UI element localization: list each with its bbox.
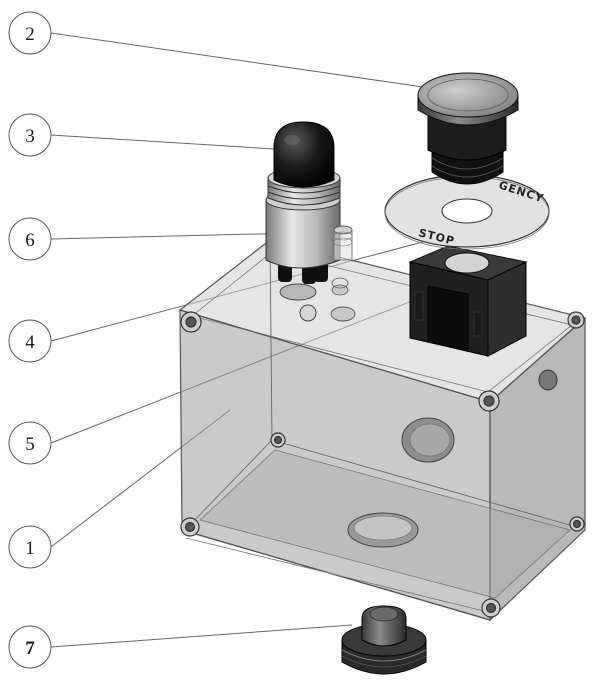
- callout-label-4: 4: [25, 332, 35, 353]
- callout-label-6: 6: [25, 230, 35, 251]
- callout-label-7: 7: [25, 638, 35, 659]
- legend-plate: GENCY STOP: [384, 174, 550, 250]
- callout-label-2: 2: [25, 24, 35, 45]
- cable-plug: [341, 605, 427, 675]
- screw-bosses: [180, 311, 585, 618]
- callout-label-1: 1: [25, 538, 35, 559]
- callout-5: 5: [8, 421, 52, 465]
- leader-line-2: [50, 32, 479, 96]
- callout-label-5: 5: [25, 434, 35, 455]
- contact-block: [408, 245, 528, 357]
- callout-3: 3: [8, 113, 52, 157]
- callout-1: 1: [8, 525, 52, 569]
- leader-line-7: [50, 624, 353, 648]
- callout-2: 2: [8, 11, 52, 55]
- callout-4: 4: [8, 319, 52, 363]
- callout-label-3: 3: [25, 126, 35, 147]
- callout-7: 7: [8, 625, 52, 669]
- leader-line-3: [50, 134, 291, 151]
- indicator-lamp: [265, 121, 341, 284]
- threaded-insert: [333, 225, 353, 261]
- mushroom-actuator: [417, 72, 519, 185]
- callout-6: 6: [8, 217, 52, 261]
